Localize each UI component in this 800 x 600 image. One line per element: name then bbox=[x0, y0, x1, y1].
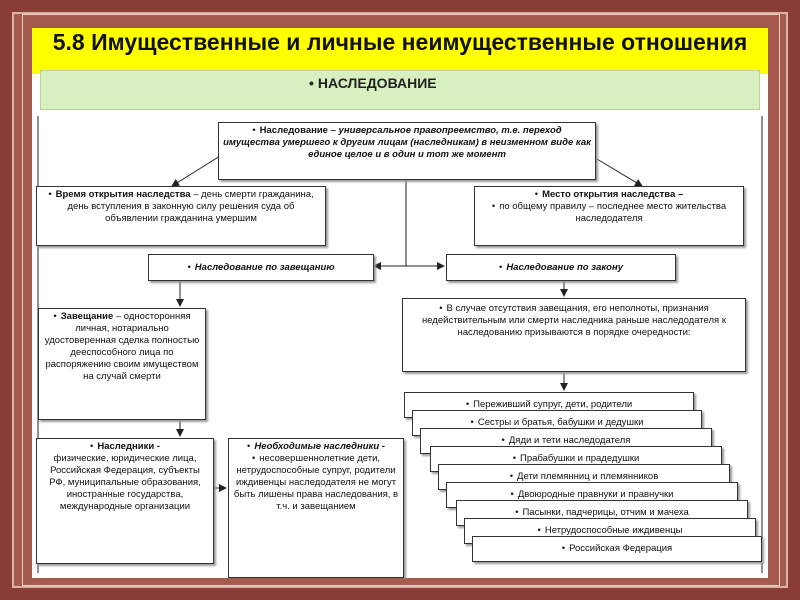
by-law-text: Наследование по закону bbox=[506, 262, 623, 273]
order-item-text: Переживший супруг, дети, родители bbox=[473, 399, 633, 410]
order-item-text: Дяди и тети наследодателя bbox=[508, 435, 631, 446]
bullet-icon: • bbox=[534, 189, 539, 200]
order-item: •Российская Федерация bbox=[472, 536, 762, 562]
place-text: по общему правилу – последнее место жите… bbox=[499, 201, 727, 224]
place-sep: – bbox=[675, 189, 684, 200]
time-term: Время открытия наследства bbox=[55, 189, 191, 200]
bullet-icon: • bbox=[247, 441, 251, 452]
heirs-text: физические, юридические лица, Российская… bbox=[49, 453, 201, 512]
slide: 5.8 Имущественные и личные неимущественн… bbox=[32, 28, 768, 578]
by-will-text: Наследование по завещанию bbox=[194, 262, 335, 273]
bullet-icon: • bbox=[251, 453, 256, 464]
banner: •НАСЛЕДОВАНИЕ bbox=[40, 70, 760, 110]
will-text: – односторонняя личная, нотариально удос… bbox=[44, 311, 200, 382]
order-item-text: Сестры и братья, бабушки и дедушки bbox=[477, 417, 644, 428]
law-note-text: В случае отсутствия завещания, его непол… bbox=[421, 303, 726, 338]
bullet-icon: • bbox=[309, 75, 314, 91]
order-item-text: Дети племянниц и племянников bbox=[517, 471, 659, 482]
slide-title-text: 5.8 Имущественные и личные неимущественн… bbox=[52, 29, 748, 55]
banner-text: НАСЛЕДОВАНИЕ bbox=[317, 75, 437, 91]
bullet-icon: • bbox=[510, 489, 514, 500]
necessary-term: Необходимые наследники - bbox=[254, 441, 385, 452]
bullet-icon: • bbox=[515, 507, 519, 518]
bullet-icon: • bbox=[512, 453, 517, 464]
will-term: Завещание bbox=[60, 311, 114, 322]
connector bbox=[171, 155, 221, 187]
order-item-text: Прабабушки и прадедушки bbox=[520, 453, 640, 464]
place-box: •Место открытия наследства – •по общему … bbox=[474, 186, 744, 246]
bullet-icon: • bbox=[509, 471, 514, 482]
order-item-text: Российская Федерация bbox=[569, 543, 673, 554]
order-item-text: Нетрудоспособные иждивенцы bbox=[544, 525, 683, 536]
bullet-icon: • bbox=[187, 262, 191, 273]
bullet-icon: • bbox=[470, 417, 474, 428]
will-definition-box: •Завещание – односторонняя личная, нотар… bbox=[38, 308, 206, 420]
by-will-box: •Наследование по завещанию bbox=[148, 254, 374, 281]
order-item-text: Пасынки, падчерицы, отчим и мачеха bbox=[522, 507, 689, 518]
bullet-icon: • bbox=[439, 303, 443, 314]
bullet-icon: • bbox=[537, 525, 541, 536]
bullet-icon: • bbox=[561, 543, 566, 554]
connector bbox=[591, 155, 643, 187]
heirs-term: Наследники - bbox=[97, 441, 160, 452]
necessary-heirs-box: •Необходимые наследники - •несовершеннол… bbox=[228, 438, 404, 578]
slide-title: 5.8 Имущественные и личные неимущественн… bbox=[32, 28, 768, 74]
time-text: – день смерти гражданина, день вступлени… bbox=[67, 189, 314, 224]
bullet-icon: • bbox=[48, 189, 52, 200]
slide-frame-inner bbox=[22, 14, 780, 586]
law-note-box: •В случае отсутствия завещания, его непо… bbox=[402, 298, 746, 372]
definition-term: Наследование bbox=[259, 125, 328, 136]
definition-box: •Наследование – универсальное правопреем… bbox=[218, 122, 596, 180]
bullet-icon: • bbox=[491, 201, 496, 212]
bullet-icon: • bbox=[90, 441, 94, 452]
bullet-icon: • bbox=[501, 435, 505, 446]
heirs-box: •Наследники - физические, юридические ли… bbox=[36, 438, 214, 564]
by-law-box: •Наследование по закону bbox=[446, 254, 676, 281]
bullet-icon: • bbox=[499, 262, 503, 273]
bullet-icon: • bbox=[465, 399, 470, 410]
place-term: Место открытия наследства bbox=[542, 189, 676, 200]
necessary-text: несовершеннолетние дети, нетрудоспособны… bbox=[233, 453, 399, 512]
bullet-icon: • bbox=[53, 311, 57, 322]
bullet-icon: • bbox=[252, 125, 256, 136]
order-item-text: Двоюродные правнуки и правнучки bbox=[517, 489, 674, 500]
definition-text: – универсальное правопреемство, т.е. пер… bbox=[223, 125, 591, 160]
time-box: •Время открытия наследства – день смерти… bbox=[36, 186, 326, 246]
